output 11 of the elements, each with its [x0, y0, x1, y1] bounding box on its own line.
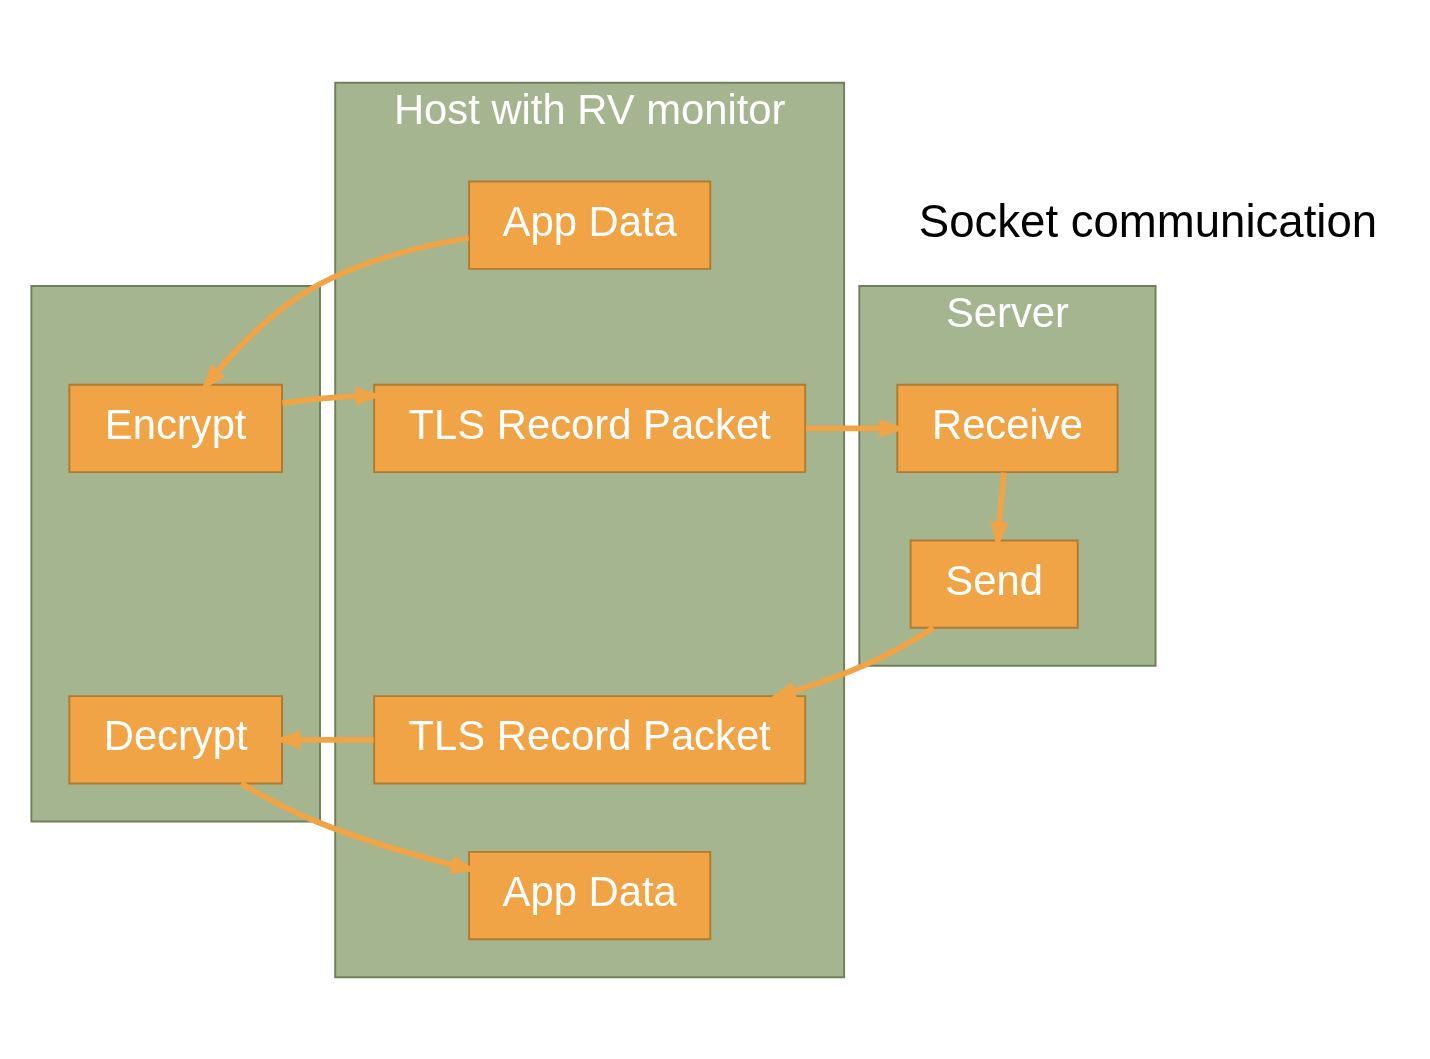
- cluster: [30, 284, 321, 822]
- label: Socket communication: [918, 195, 1378, 247]
- node-box: App Data: [468, 180, 712, 270]
- node-box: Encrypt: [68, 383, 283, 473]
- arrow: [769, 625, 935, 700]
- node-box: TLS Record Packet: [373, 383, 807, 473]
- node-box: Receive: [896, 383, 1119, 473]
- node-box: Send: [909, 539, 1079, 629]
- node-box: TLS Record Packet: [373, 694, 807, 784]
- node-box: Decrypt: [68, 694, 283, 784]
- node-box: App Data: [468, 850, 712, 940]
